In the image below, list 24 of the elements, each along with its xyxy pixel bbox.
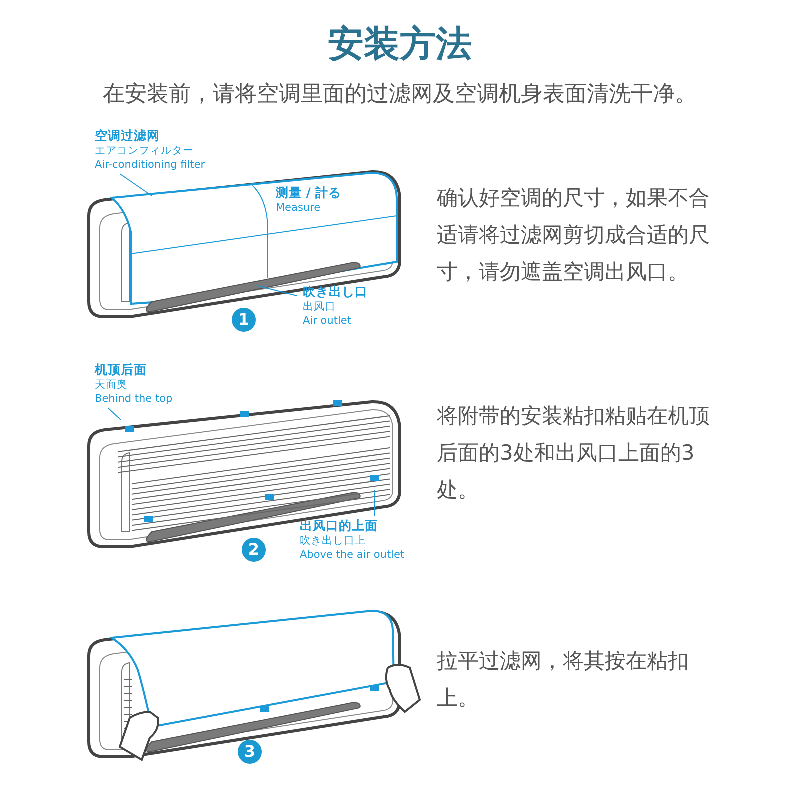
step-number: 2: [242, 538, 266, 562]
title: 安装方法: [327, 23, 473, 67]
subtitle: 在安装前，请将空调里面的过滤网及空调机身表面清洗干净。: [102, 81, 698, 109]
callout-text: Air outlet: [303, 314, 352, 328]
step-number: 1: [232, 308, 256, 332]
callout-text: 吹き出し口上: [300, 534, 367, 548]
callout-text: 出风口: [303, 300, 337, 314]
callout-text: エアコンフィルター: [95, 144, 195, 158]
step-text: 将附带的安装粘扣粘贴在机顶后面的3处和出风口上面的3处。: [437, 403, 711, 504]
step-text: 确认好空调的尺寸，如果不合适请将过滤网剪切成合适的尺寸，请勿遮盖空调出风口。: [437, 185, 711, 286]
callout-heading: 空调过滤网: [95, 128, 161, 144]
step-text: 拉平过滤网，将其按在粘扣上。: [437, 648, 690, 712]
measure-label: 测量 / 計る: [276, 185, 342, 201]
leader-line: [108, 408, 122, 420]
callout-heading: 机顶后面: [95, 362, 148, 378]
callout-heading: 出风口的上面: [300, 518, 379, 534]
leader-line: [120, 174, 152, 196]
callout-text: Above the air outlet: [300, 548, 405, 562]
callout-text: Air-conditioning filter: [95, 158, 206, 172]
leader-line: [374, 490, 376, 516]
step-number: 3: [238, 740, 262, 764]
callout-text: Behind the top: [95, 392, 173, 406]
callout-text: 天面奥: [95, 378, 129, 392]
measure-label: Measure: [276, 201, 321, 215]
